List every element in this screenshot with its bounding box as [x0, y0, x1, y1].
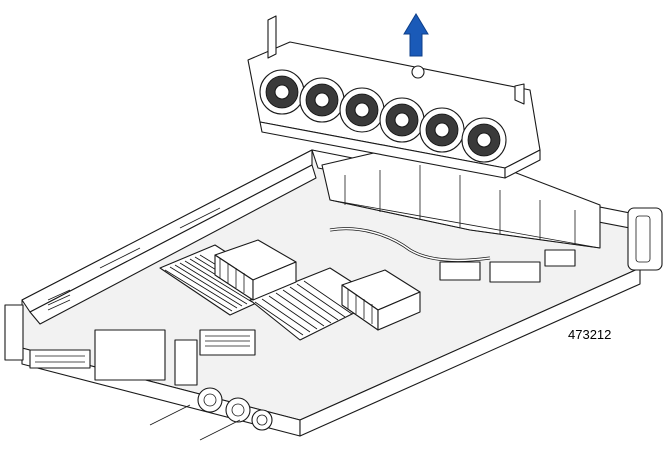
fan-bay-cage — [321, 139, 601, 249]
fan-tray-module — [247, 15, 541, 179]
chassis-ear — [627, 207, 663, 271]
motherboard — [94, 227, 576, 386]
cpu-heatsink-2 — [341, 269, 421, 331]
fan-1 — [259, 69, 305, 115]
figure-number: 473212 — [568, 327, 612, 342]
fan-2 — [299, 77, 345, 123]
fan-6 — [461, 117, 507, 163]
fan-4 — [379, 97, 425, 143]
pcie-riser-area — [94, 329, 256, 386]
fan-tray-knob — [411, 65, 425, 79]
cpu-heatsink-1 — [214, 239, 297, 301]
lift-arrow-icon — [403, 13, 429, 57]
chassis-vent-holes — [47, 207, 221, 311]
fan-3 — [339, 87, 385, 133]
psu-and-front-bay — [4, 304, 273, 441]
fan-5 — [419, 107, 465, 153]
